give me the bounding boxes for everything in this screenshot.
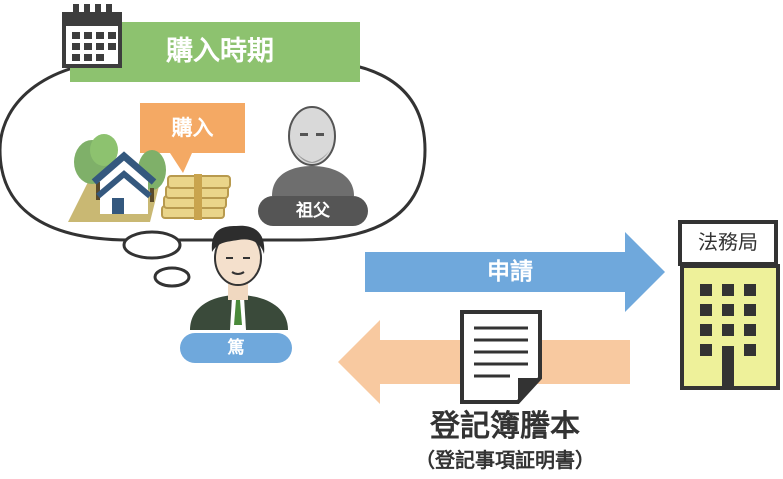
thought-cloud: [0, 58, 427, 288]
calendar-icon: [62, 4, 122, 68]
person-name: 篤: [227, 338, 245, 358]
purchase-speech-box: [140, 103, 245, 173]
document-icon: [460, 310, 542, 404]
grandfather-name: 祖父: [296, 201, 330, 221]
person-badge: [180, 333, 292, 363]
apply-arrow: [365, 232, 665, 312]
grandfather-avatar: [272, 106, 354, 196]
house-icon: [68, 134, 166, 222]
office-name: 法務局: [698, 230, 758, 254]
office-building-icon: [678, 220, 780, 390]
apply-arrow-label: 申請: [487, 259, 533, 285]
money-stack-icon: [161, 174, 231, 220]
period-banner-title: 購入時期: [166, 36, 274, 67]
purchase-label: 購入: [171, 116, 214, 140]
person-avatar: [190, 225, 288, 330]
thought-bubble-large: [122, 230, 182, 260]
grandfather-badge: [258, 196, 368, 226]
document-title: 登記簿謄本: [430, 409, 580, 444]
document-subtitle: （登記事項証明書）: [415, 448, 595, 472]
thought-bubble-small: [153, 266, 191, 288]
